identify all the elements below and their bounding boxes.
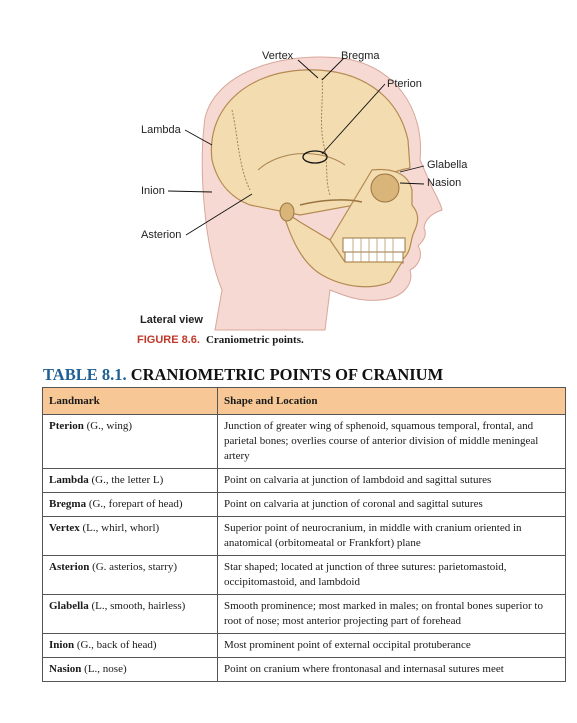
view-label: Lateral view <box>140 314 203 326</box>
description-cell: Most prominent point of external occipit… <box>217 633 566 658</box>
landmark-etymology: (L., smooth, hairless) <box>88 600 186 612</box>
table-row: Pterion (G., wing) Junction of greater w… <box>42 414 566 469</box>
landmark-cell: Pterion (G., wing) <box>42 414 218 469</box>
table-row: Glabella (L., smooth, hairless) Smooth p… <box>42 594 566 634</box>
table-title-text: CRANIOMETRIC POINTS OF CRANIUM <box>130 365 444 384</box>
label-bregma: Bregma <box>341 50 380 62</box>
ear-opening <box>279 202 295 222</box>
landmark-etymology: (G., back of head) <box>74 639 157 651</box>
landmark-cell: Asterion (G. asterios, starry) <box>42 555 218 595</box>
zygomatic-arch <box>299 199 363 206</box>
table-row: Asterion (G. asterios, starry) Star shap… <box>42 555 566 595</box>
landmark-name: Asterion <box>49 561 90 573</box>
description-cell: Superior point of neurocranium, in middl… <box>217 516 566 556</box>
landmark-cell: Nasion (L., nose) <box>42 657 218 682</box>
table-title: TABLE 8.1. CRANIOMETRIC POINTS OF CRANIU… <box>43 365 443 385</box>
landmark-cell: Bregma (G., forepart of head) <box>42 492 218 517</box>
landmark-etymology: (G., the letter L) <box>88 474 164 486</box>
skull-cranium <box>210 69 411 216</box>
landmark-cell: Vertex (L., whirl, whorl) <box>42 516 218 556</box>
description-cell: Junction of greater wing of sphenoid, sq… <box>217 414 566 469</box>
landmark-name: Pterion <box>49 420 84 432</box>
description-cell: Point on calvaria at junction of coronal… <box>217 492 566 517</box>
table-number: TABLE 8.1. <box>43 365 127 384</box>
figure-caption-text: Craniometric points. <box>205 334 304 346</box>
leader-lines <box>167 57 425 236</box>
label-asterion: Asterion <box>141 229 182 241</box>
skull-illustration <box>167 56 443 331</box>
landmark-etymology: (L., nose) <box>81 663 127 675</box>
craniometric-table: Landmark Shape and Location Pterion (G.,… <box>42 387 566 682</box>
landmark-name: Vertex <box>49 522 80 534</box>
table-row: Nasion (L., nose) Point on cranium where… <box>42 657 566 682</box>
teeth <box>342 237 406 264</box>
landmark-name: Bregma <box>49 498 87 510</box>
description-cell: Point on calvaria at junction of lambdoi… <box>217 468 566 493</box>
label-pterion: Pterion <box>387 78 422 90</box>
table-row: Bregma (G., forepart of head) Point on c… <box>42 492 566 517</box>
squamous-suture <box>257 153 346 171</box>
description-cell: Smooth prominence; most marked in males;… <box>217 594 566 634</box>
orbit <box>370 173 400 203</box>
landmark-etymology: (G., wing) <box>83 420 133 432</box>
label-lambda: Lambda <box>141 124 181 136</box>
table-row: Lambda (G., the letter L) Point on calva… <box>42 468 566 493</box>
pterion-marker <box>302 150 328 164</box>
figure-caption: FIGURE 8.6. Craniometric points. <box>137 334 304 346</box>
landmark-name: Inion <box>49 639 75 651</box>
lambdoid-suture <box>231 109 251 191</box>
description-cell: Point on cranium where frontonasal and i… <box>217 657 566 682</box>
table-row: Inion (G., back of head) Most prominent … <box>42 633 566 658</box>
table-row: Vertex (L., whirl, whorl) Superior point… <box>42 516 566 556</box>
landmark-etymology: (G. asterios, starry) <box>89 561 177 573</box>
label-inion: Inion <box>141 185 165 197</box>
landmark-cell: Glabella (L., smooth, hairless) <box>42 594 218 634</box>
landmark-cell: Inion (G., back of head) <box>42 633 218 658</box>
landmark-name: Nasion <box>49 663 82 675</box>
header-landmark: Landmark <box>42 387 218 415</box>
landmark-etymology: (G., forepart of head) <box>86 498 183 510</box>
coronal-suture <box>321 77 331 196</box>
landmark-name: Lambda <box>49 474 89 486</box>
landmark-etymology: (L., whirl, whorl) <box>79 522 160 534</box>
skull-figure: Vertex Bregma Pterion Lambda Glabella Na… <box>0 0 577 360</box>
mandible <box>280 208 404 288</box>
description-cell: Star shaped; located at junction of thre… <box>217 555 566 595</box>
header-shape-location: Shape and Location <box>217 387 566 415</box>
landmark-cell: Lambda (G., the letter L) <box>42 468 218 493</box>
label-vertex: Vertex <box>262 50 294 62</box>
landmark-name: Glabella <box>49 600 89 612</box>
table-header-row: Landmark Shape and Location <box>42 387 566 415</box>
label-nasion: Nasion <box>427 177 462 189</box>
label-glabella: Glabella <box>427 159 468 171</box>
figure-number: FIGURE 8.6. <box>137 334 200 346</box>
